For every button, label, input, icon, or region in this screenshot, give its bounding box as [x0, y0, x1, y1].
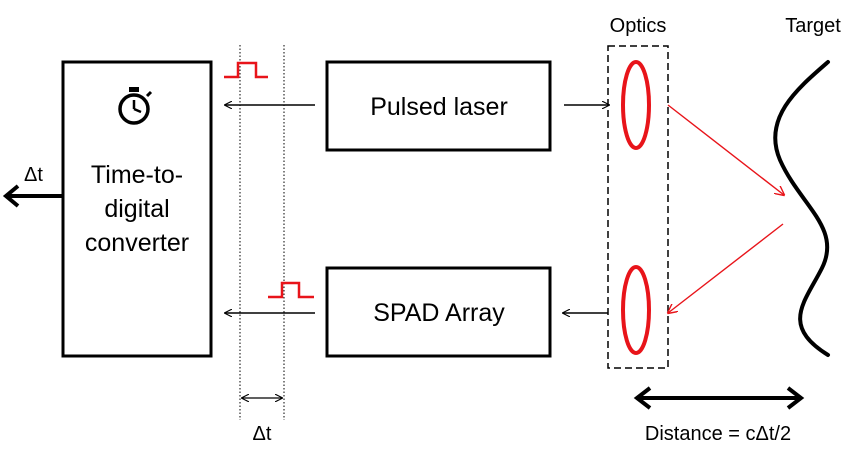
laser-pulse — [224, 61, 268, 79]
stopwatch-icon — [118, 87, 153, 125]
optics-box — [607, 45, 669, 369]
target-surface — [773, 60, 830, 357]
tdc-label-line-1: Time-to- — [91, 161, 183, 189]
laser-box — [325, 60, 552, 152]
return-beam — [668, 223, 784, 313]
distance-arrow-left-head — [633, 386, 652, 410]
laser-label: Pulsed laser — [370, 93, 508, 121]
spad-box — [325, 266, 552, 358]
outgoing-beam — [667, 104, 784, 195]
return-pulse — [268, 281, 314, 299]
distance-arrow-right-head — [786, 386, 805, 410]
emit-lens — [621, 60, 651, 150]
tdc-block: Time-to- digital converter — [61, 60, 213, 358]
optics-label: Optics — [610, 15, 667, 37]
delta-label: Δt — [253, 423, 272, 445]
distance-label: Distance = cΔt/2 — [645, 423, 791, 445]
receive-lens — [621, 265, 651, 355]
spad-label: SPAD Array — [373, 299, 505, 327]
output-delta-label: Δt — [24, 164, 43, 186]
tdc-label-line-3: converter — [85, 229, 189, 257]
target-label: Target — [785, 15, 841, 37]
tdc-label-line-2: digital — [104, 195, 169, 223]
output-arrow — [2, 184, 62, 208]
